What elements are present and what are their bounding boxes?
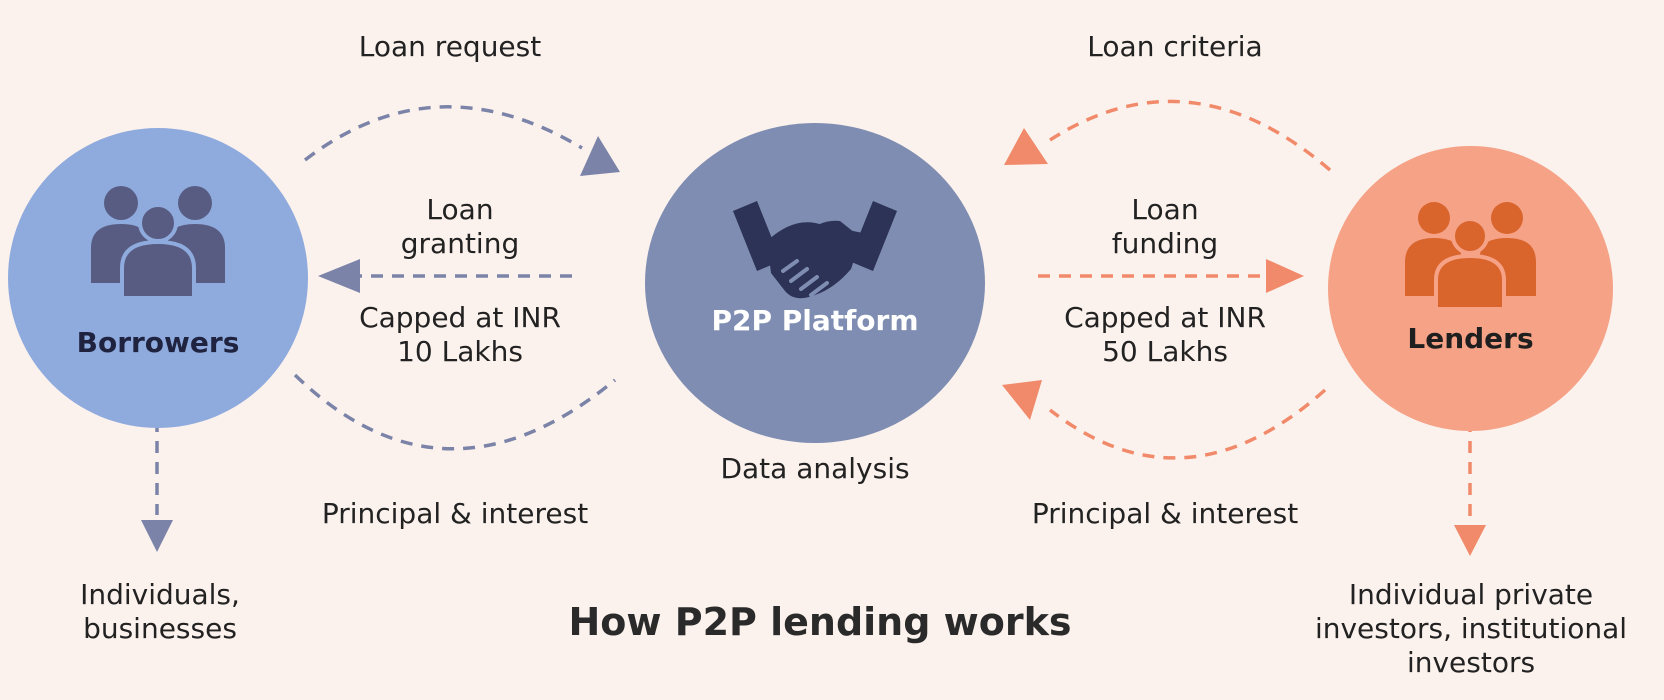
borrowers-description: Individuals, businesses [80,578,240,645]
loan-granting-arrowhead [318,259,360,293]
loan-criteria-label: Loan criteria [1087,30,1263,63]
lender-repayment-arrow [1048,388,1327,460]
loan-request-arrowhead [580,136,620,176]
platform-label: P2P Platform [711,304,919,337]
loan-request-arrow [303,105,583,162]
loan-criteria-arrow [1049,99,1332,172]
diagram-title: How P2P lending works [568,600,1072,644]
lenders-label: Lenders [1407,322,1534,355]
borrower-cap-label: Capped at INR 10 Lakhs [359,301,561,368]
lenders-node: Lenders [1328,146,1613,431]
lenders-description: Individual private investors, institutio… [1314,578,1628,679]
platform-node: P2P Platform [645,123,985,443]
borrowers-down-arrowhead [141,520,173,552]
loan-funding-label: Loan funding [1111,193,1219,260]
lender-repayment-label: Principal & interest [1031,497,1299,530]
loan-funding-arrowhead [1266,259,1304,293]
borrower-repayment-arrow [293,373,617,451]
loan-granting-label: Loan granting [400,193,520,260]
borrower-repayment-label: Principal & interest [321,497,589,530]
people-icon [91,186,225,300]
people-icon [1405,202,1536,311]
lender-cap-label: Capped at INR 50 Lakhs [1064,301,1266,368]
handshake-icon [733,201,897,299]
lenders-down-arrowhead [1454,525,1486,556]
loan-criteria-arrowhead [1004,128,1048,165]
platform-description: Data analysis [720,452,910,485]
loan-request-label: Loan request [358,30,542,63]
lender-repayment-arrowhead [1002,380,1042,420]
borrowers-node: Borrowers [8,128,308,428]
borrowers-label: Borrowers [76,326,240,359]
